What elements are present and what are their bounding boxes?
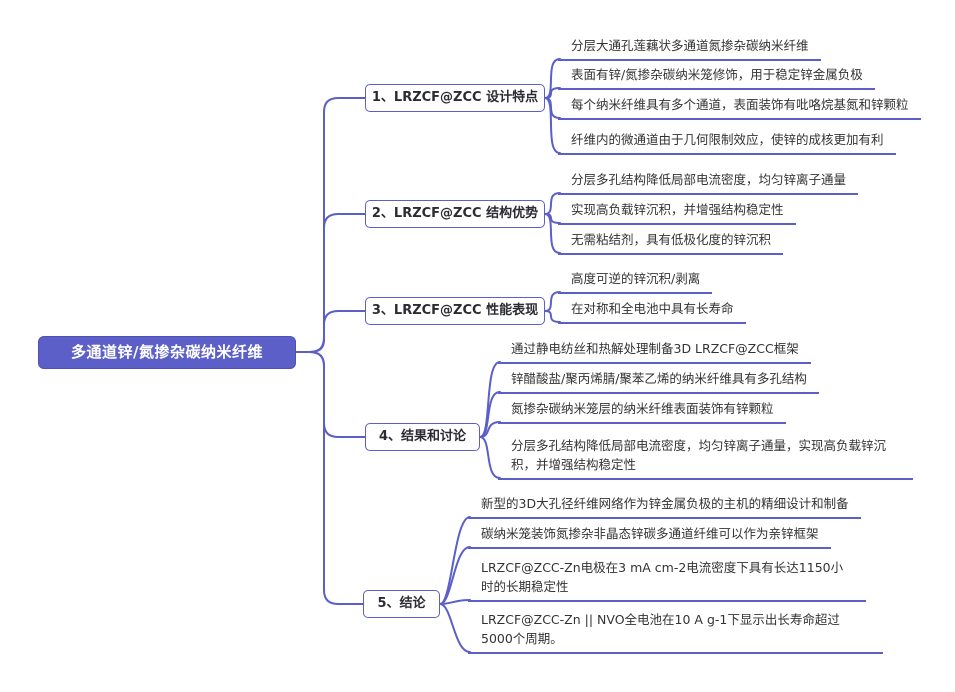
leaf-node[interactable]: 碳纳米笼装饰氮掺杂非晶态锌碳多通道纤维可以作为亲锌框架 xyxy=(468,524,831,549)
connector-leaf xyxy=(479,436,501,479)
leaf-node[interactable]: 氮掺杂碳纳米笼层的纳米纤维表面装饰有锌颗粒 xyxy=(498,399,786,424)
leaf-node[interactable]: 无需粘结剂，具有低极化度的锌沉积 xyxy=(558,230,784,255)
leaf-node[interactable]: 每个纳米纤维具有多个通道，表面装饰有吡咯烷基氮和锌颗粒 xyxy=(558,95,921,120)
connector-leaf xyxy=(439,603,471,653)
leaf-node[interactable]: 实现高负载锌沉积，并增强结构稳定性 xyxy=(558,200,796,225)
leaf-node[interactable]: 分层多孔结构降低局部电流密度，均匀锌离子通量 xyxy=(558,170,859,195)
connector-leaf xyxy=(439,516,471,605)
leaf-node[interactable]: 在对称和全电池中具有长寿命 xyxy=(558,299,746,324)
leaf-node[interactable]: LRZCF@ZCC-Zn || NVO全电池在10 A g-1下显示出长寿命超过… xyxy=(468,610,883,654)
connector-root-branch2 xyxy=(295,213,366,353)
leaf-node[interactable]: 表面有锌/氮掺杂碳纳米笼修饰，用于稳定锌金属负极 xyxy=(558,65,875,90)
branch-node-design-features[interactable]: 1、LRZCF@ZCC 设计特点 xyxy=(365,84,545,112)
leaf-node[interactable]: 分层大通孔莲藕状多通道氮掺杂碳纳米纤维 xyxy=(558,36,821,61)
branch-node-performance[interactable]: 3、LRZCF@ZCC 性能表现 xyxy=(365,297,545,325)
connector-leaf xyxy=(544,213,561,254)
leaf-node[interactable]: 新型的3D大孔径纤维网络作为锌金属负极的主机的精细设计和制备 xyxy=(468,494,861,519)
connector-leaf xyxy=(544,310,561,323)
connector-root-branch3 xyxy=(295,310,366,353)
connector-leaf xyxy=(479,391,501,438)
connector-leaf xyxy=(544,97,561,154)
connector-root-branch5 xyxy=(295,351,364,605)
root-node[interactable]: 多通道锌/氮掺杂碳纳米纤维 xyxy=(38,336,296,369)
branch-node-results-discussion[interactable]: 4、结果和讨论 xyxy=(365,423,480,451)
leaf-node[interactable]: 高度可逆的锌沉积/剥离 xyxy=(558,269,713,294)
connector-leaf xyxy=(439,546,471,605)
leaf-node[interactable]: 锌醋酸盐/聚丙烯腈/聚苯乙烯的纳米纤维具有多孔结构 xyxy=(498,369,819,394)
leaf-node[interactable]: 纤维内的微通道由于几何限制效应，使锌的成核更加有利 xyxy=(558,130,896,155)
leaf-node[interactable]: 分层多孔结构降低局部电流密度，均匀锌离子通量，实现高负载锌沉积，并增强结构稳定性 xyxy=(498,436,913,480)
branch-node-conclusion[interactable]: 5、结论 xyxy=(363,590,440,618)
connector-root-branch4 xyxy=(295,351,366,438)
branch-node-structure-advantages[interactable]: 2、LRZCF@ZCC 结构优势 xyxy=(365,200,545,228)
leaf-node[interactable]: LRZCF@ZCC-Zn电极在3 mA cm-2电流密度下具有长达1150小时的… xyxy=(468,558,866,602)
leaf-node[interactable]: 通过静电纺丝和热解处理制备3D LRZCF@ZCC框架 xyxy=(498,339,811,364)
connector-root-branch1 xyxy=(295,97,366,353)
